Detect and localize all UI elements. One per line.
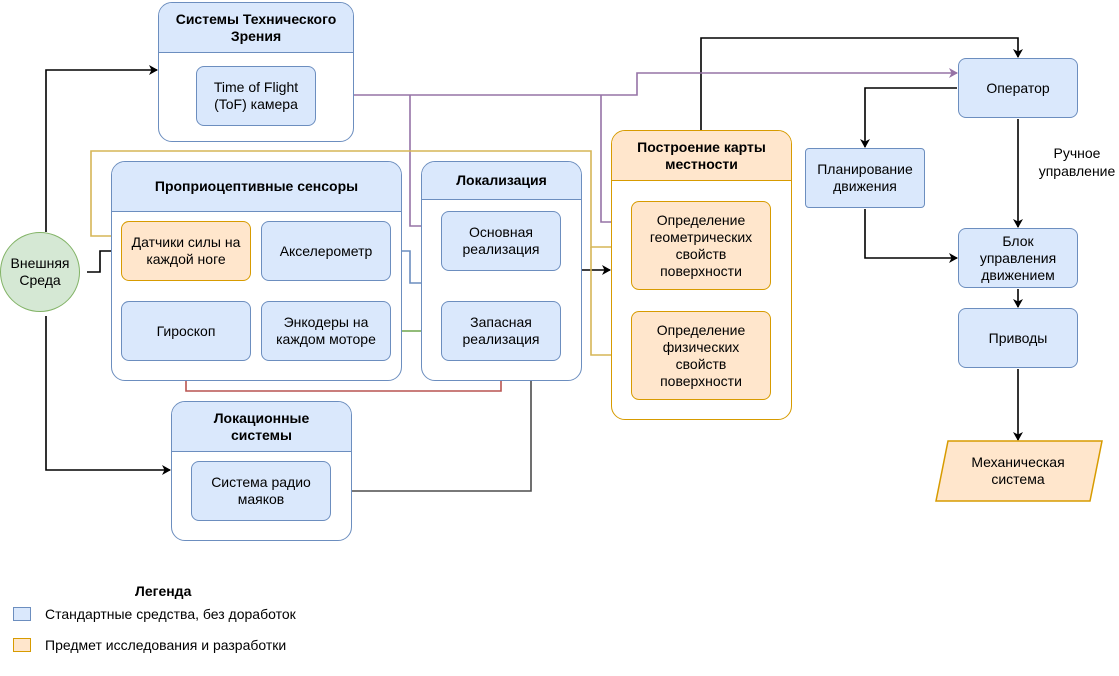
- backup-implementation-node[interactable]: Запасная реализация: [441, 301, 561, 361]
- accelerometer-node[interactable]: Акселерометр: [261, 221, 391, 281]
- edge-env-vision: [45, 65, 158, 232]
- legend-item-standard: Стандартные средства, без доработок: [13, 606, 296, 622]
- radio-beacons-node[interactable]: Система радио маяков: [191, 461, 331, 521]
- mechanical-system-label: Механическая система: [971, 454, 1065, 487]
- geometric-properties-node[interactable]: Определение геометрических свойств повер…: [631, 201, 771, 290]
- main-implementation-node[interactable]: Основная реализация: [441, 211, 561, 271]
- group-localization-title: Локализация: [422, 162, 581, 200]
- legend-item-research: Предмет исследования и разработки: [13, 637, 286, 653]
- group-mapping-title: Построение карты местности: [612, 131, 791, 181]
- legend-standard-label: Стандартные средства, без доработок: [45, 606, 296, 622]
- manual-control-label: Ручное управление: [1038, 145, 1116, 179]
- legend-title: Легенда: [135, 583, 192, 599]
- edge-map-operator: [700, 37, 1023, 130]
- force-sensors-node[interactable]: Датчики силы на каждой ноге: [121, 221, 251, 281]
- external-environment-node[interactable]: Внешняя Среда: [0, 232, 80, 312]
- edge-env-force: [87, 246, 120, 273]
- edge-env-locsys: [45, 316, 171, 475]
- legend-swatch-orange: [13, 638, 31, 652]
- motor-encoders-node[interactable]: Энкодеры на каждом моторе: [261, 301, 391, 361]
- legend-research-label: Предмет исследования и разработки: [45, 637, 287, 653]
- group-location-systems-title: Локационные системы: [172, 402, 351, 452]
- edge-radio-backup: [331, 362, 536, 492]
- operator-node[interactable]: Оператор: [958, 58, 1078, 118]
- drives-node[interactable]: Приводы: [958, 308, 1078, 368]
- legend-swatch-blue: [13, 607, 31, 621]
- motion-planning-node[interactable]: Планирование движения: [805, 148, 925, 208]
- edge-operator-planning: [860, 87, 957, 148]
- edge-force-mapping: [90, 150, 631, 252]
- physical-properties-node[interactable]: Определение физических свойств поверхнос…: [631, 311, 771, 400]
- gyroscope-node[interactable]: Гироскоп: [121, 301, 251, 361]
- group-vision-title: Системы Технического Зрения: [159, 3, 353, 53]
- edge-planning-control: [864, 209, 958, 263]
- group-proprioceptive-title: Проприоцептивные сенсоры: [112, 162, 401, 212]
- edge-tof-operator: [318, 68, 958, 96]
- tof-camera-node[interactable]: Time of Flight (ToF) камера: [196, 66, 316, 126]
- motion-control-node[interactable]: Блок управления движением: [958, 228, 1078, 288]
- mechanical-system-shape[interactable]: [934, 440, 1104, 502]
